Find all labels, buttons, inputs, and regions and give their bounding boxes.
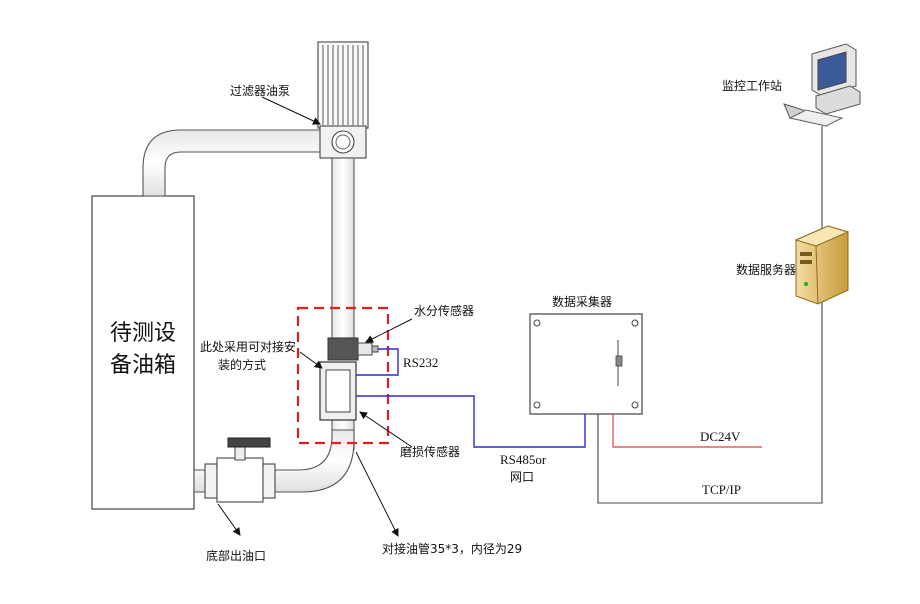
data-server-icon — [794, 225, 850, 305]
outlet-valve — [204, 437, 276, 503]
install-note-line1: 此处采用可对接安 — [200, 339, 296, 354]
rs232-label: RS232 — [403, 355, 438, 370]
return-pipe — [142, 129, 329, 197]
outlet-label: 底部出油口 — [206, 548, 266, 563]
workstation-icon — [783, 43, 861, 127]
filter-pump-label: 过滤器油泵 — [230, 84, 290, 98]
water-sensor-label: 水分传感器 — [414, 303, 474, 318]
rs485-label-line2: 网口 — [510, 470, 534, 484]
install-note-arrow — [299, 351, 323, 369]
data-collector — [529, 313, 643, 415]
pipe-spec-label: 对接油管35*3，内径为29 — [382, 541, 522, 556]
tank-label-line2: 备油箱 — [110, 353, 176, 378]
pipe-spec-arrow — [355, 451, 399, 537]
filter-pump — [317, 41, 369, 159]
oil-tank: 待测设 备油箱 — [91, 195, 195, 510]
pump-callout-arrow — [261, 96, 321, 125]
workstation-label: 监控工作站 — [722, 79, 782, 93]
install-note-line2: 装的方式 — [218, 357, 266, 372]
rs485-line — [356, 395, 586, 448]
pump-cooling-fins — [322, 45, 364, 125]
data-server-label: 数据服务器 — [736, 262, 796, 277]
wear-sensor-callout-arrow — [359, 411, 413, 448]
rs232-line — [356, 348, 399, 376]
tcpip-line — [597, 300, 823, 504]
outlet-callout-arrow — [217, 503, 241, 536]
rs485-label-line1: RS485or — [500, 452, 547, 467]
valve-handle — [227, 437, 271, 448]
wear-sensor — [319, 361, 357, 421]
dc24v-label: DC24V — [700, 429, 741, 444]
tcpip-label: TCP/IP — [702, 482, 741, 497]
collector-label: 数据采集器 — [552, 294, 612, 309]
dc24v-line — [612, 414, 762, 448]
wear-sensor-label: 磨损传感器 — [400, 444, 460, 459]
tank-label-line1: 待测设 — [110, 321, 176, 346]
water-sensor-callout-arrow — [365, 318, 413, 343]
water-sensor — [327, 337, 379, 361]
